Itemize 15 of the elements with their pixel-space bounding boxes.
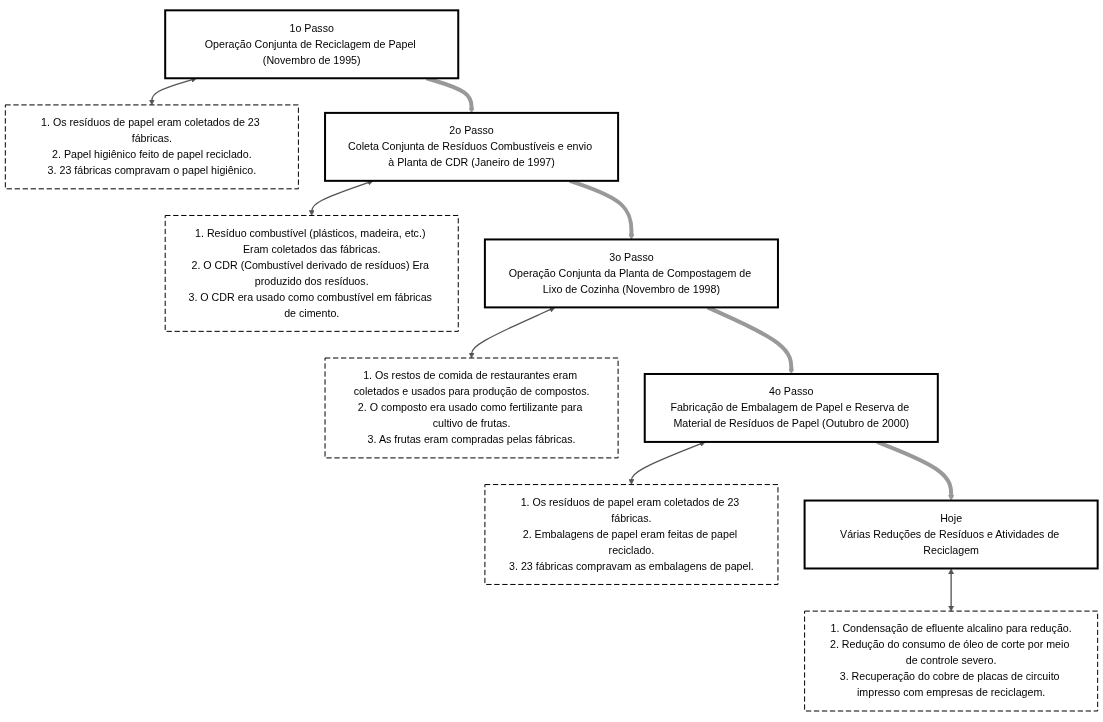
node-box: 3o Passo Operação Conjunta da Planta de Compostagem de Lixo de Cozinha (Novembro de 1998) xyxy=(483,238,779,309)
node-box: 1. Os resíduos de papel eram coletados de 23 fábricas. 2. Papel higiênico feito de papel reciclado. 3. 23 fábricas compravam o papel higiênico. xyxy=(4,104,299,190)
arrow xyxy=(628,441,706,486)
arrow xyxy=(308,180,374,217)
arrow xyxy=(148,77,197,106)
node-box: 4o Passo Fabricação de Embalagem de Papel e Reserva de Material de Resíduos de Papel (Outubro de 2000) xyxy=(643,373,939,444)
node-box: 2o Passo Coleta Conjunta de Resíduos Combustíveis e envio à Planta de CDR (Janeiro de 1997) xyxy=(324,112,620,183)
node-box: 1. Condensação de efluente alcalino para redução. 2. Redução do consumo de óleo de corte por meio de controle severo. 3. Recuperação do cobre de placas de circuito impresso com empresas de reciclagem. xyxy=(804,610,1099,712)
arrow xyxy=(948,568,955,612)
node-box: Hoje Várias Reduções de Resíduos e Atividades de Reciclagem xyxy=(803,499,1099,570)
arrow xyxy=(468,307,556,359)
node-box: 1o Passo Operação Conjunta de Reciclagem de Papel (Novembro de 1995) xyxy=(164,9,460,80)
node-box: 1. Os resíduos de papel eram coletados de 23 fábricas. 2. Embalagens de papel eram feitas de papel reciclado. 3. 23 fábricas compravam as embalagens de papel. xyxy=(484,484,779,586)
node-box: 1. Resíduo combustível (plásticos, madeira, etc.) Eram coletados das fábricas. 2. O CDR (Combustível derivado de resíduos) Era produzido dos resíduos. 3. O CDR era usado como combustível em fábricas de cimento. xyxy=(164,215,459,333)
node-box: 1. Os restos de comida de restaurantes eram coletados e usados para produção de compostos. 2. O composto era usado como fertilizante para cultivo de frutas. 3. As frutas eram compradas pelas fábricas. xyxy=(324,357,619,459)
